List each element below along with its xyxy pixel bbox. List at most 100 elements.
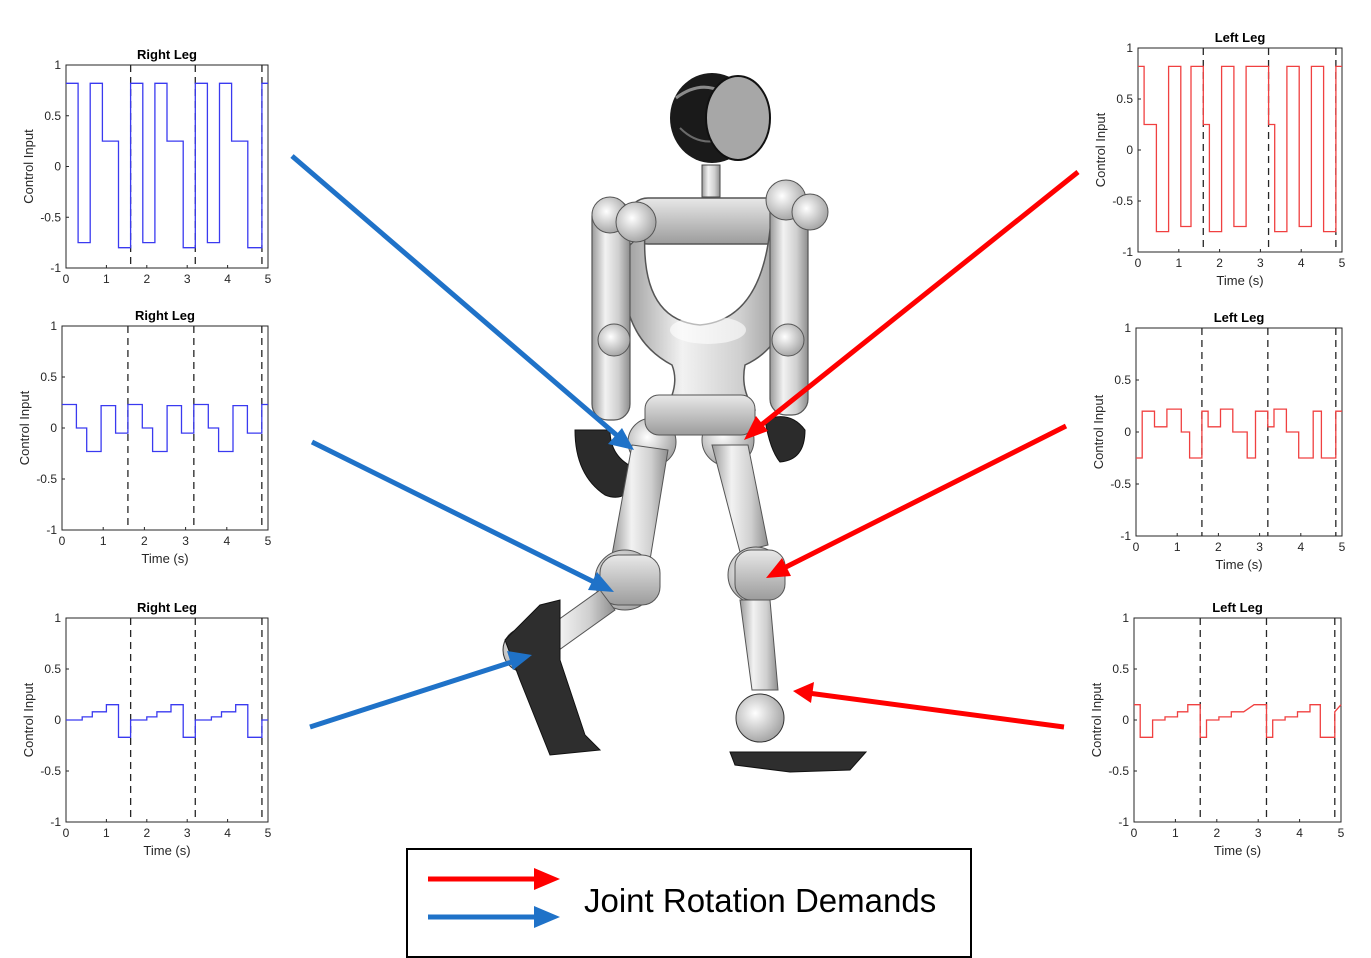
y-tick-label: 0.5 (1112, 662, 1129, 676)
series-line (62, 403, 268, 453)
y-tick-label: 0 (1124, 425, 1131, 439)
red-arrowhead-ankle (793, 682, 814, 703)
legend-box: Joint Rotation Demands (406, 848, 972, 958)
x-tick-label: 0 (59, 534, 66, 548)
y-tick-label: 0 (50, 421, 57, 435)
y-tick-label: -1 (1120, 529, 1131, 543)
series-line (1136, 408, 1342, 459)
y-axis-label: Control Input (1091, 394, 1106, 469)
y-tick-label: -0.5 (36, 472, 57, 486)
x-tick-label: 0 (63, 826, 70, 840)
blue-arrowhead-knee (588, 572, 614, 592)
y-tick-label: 0.5 (44, 662, 61, 676)
x-tick-label: 2 (143, 826, 150, 840)
x-tick-label: 1 (103, 272, 110, 286)
y-tick-label: 0 (1122, 713, 1129, 727)
y-tick-label: -0.5 (40, 764, 61, 778)
x-tick-label: 0 (63, 272, 70, 286)
chart-title: Left Leg (1212, 600, 1263, 615)
chart-title: Left Leg (1214, 310, 1265, 325)
series-line (66, 704, 268, 738)
series-line (1138, 65, 1342, 233)
red-arrow-hip (753, 170, 1080, 432)
x-tick-label: 1 (100, 534, 107, 548)
chart-title: Right Leg (137, 600, 197, 615)
x-tick-label: 4 (224, 272, 231, 286)
pointer-arrows (290, 154, 1080, 730)
blue-arrowhead-hip (608, 428, 634, 450)
x-tick-label: 3 (184, 826, 191, 840)
x-tick-label: 3 (1256, 540, 1263, 554)
x-tick-label: 3 (1255, 826, 1262, 840)
x-tick-label: 5 (1338, 826, 1345, 840)
y-tick-label: -0.5 (1110, 477, 1131, 491)
y-tick-label: 1 (1124, 321, 1131, 335)
y-tick-label: 1 (1122, 611, 1129, 625)
robot-head (670, 73, 771, 198)
y-tick-label: -0.5 (40, 210, 61, 224)
x-tick-label: 5 (1339, 540, 1346, 554)
red-arrow-ankle (807, 690, 1065, 730)
y-axis-label: Control Input (17, 390, 32, 465)
y-tick-label: 0 (54, 713, 61, 727)
x-tick-label: 4 (224, 826, 231, 840)
red-arrowhead-hip (744, 416, 768, 440)
x-axis-label: Time (s) (1215, 557, 1262, 572)
chart-title: Right Leg (137, 47, 197, 62)
x-tick-label: 2 (141, 534, 148, 548)
x-tick-label: 3 (182, 534, 189, 548)
x-tick-label: 2 (1213, 826, 1220, 840)
y-tick-label: 0 (54, 160, 61, 174)
x-tick-label: 4 (1298, 256, 1305, 270)
y-tick-label: 0 (1126, 143, 1133, 157)
x-axis-label: Time (s) (141, 551, 188, 566)
y-axis-label: Control Input (1093, 112, 1108, 187)
red-arrow-knee (778, 423, 1068, 573)
legend-blue-arrow (428, 906, 560, 928)
y-tick-label: 1 (54, 611, 61, 625)
robot-right-leg (502, 444, 669, 756)
x-tick-label: 2 (1215, 540, 1222, 554)
y-axis-label: Control Input (21, 682, 36, 757)
blue-arrow-knee (310, 439, 602, 588)
robot-right-arm (574, 196, 657, 498)
x-axis-label: Time (s) (1216, 273, 1263, 288)
blue-arrow-ankle (309, 657, 519, 730)
y-tick-label: -1 (50, 261, 61, 275)
blue-arrowhead-ankle (507, 651, 532, 670)
y-tick-label: 1 (1126, 41, 1133, 55)
legend-red-arrow (428, 868, 560, 890)
plot-area (1133, 617, 1342, 823)
y-tick-label: -1 (50, 815, 61, 829)
y-tick-label: -1 (1122, 245, 1133, 259)
red-arrowhead-knee (766, 558, 791, 578)
y-tick-label: -1 (1118, 815, 1129, 829)
x-tick-label: 5 (265, 534, 272, 548)
x-axis-label: Time (s) (1214, 843, 1261, 858)
x-tick-label: 0 (1131, 826, 1138, 840)
chart-title: Left Leg (1215, 30, 1266, 45)
x-tick-label: 5 (1339, 256, 1346, 270)
x-tick-label: 4 (223, 534, 230, 548)
x-tick-label: 2 (1216, 256, 1223, 270)
x-tick-label: 3 (184, 272, 191, 286)
x-tick-label: 0 (1133, 540, 1140, 554)
y-axis-label: Control Input (21, 129, 36, 204)
y-tick-label: -0.5 (1112, 194, 1133, 208)
x-tick-label: 1 (1174, 540, 1181, 554)
x-axis-label: Time (s) (143, 843, 190, 858)
series-line (1134, 704, 1342, 738)
blue-arrow-hip (290, 154, 622, 440)
y-tick-label: 0.5 (40, 370, 57, 384)
y-tick-label: 0.5 (1114, 373, 1131, 387)
chart-title: Right Leg (135, 308, 195, 323)
y-axis-label: Control Input (1089, 682, 1104, 757)
x-tick-label: 3 (1257, 256, 1264, 270)
plot-area (65, 617, 269, 823)
